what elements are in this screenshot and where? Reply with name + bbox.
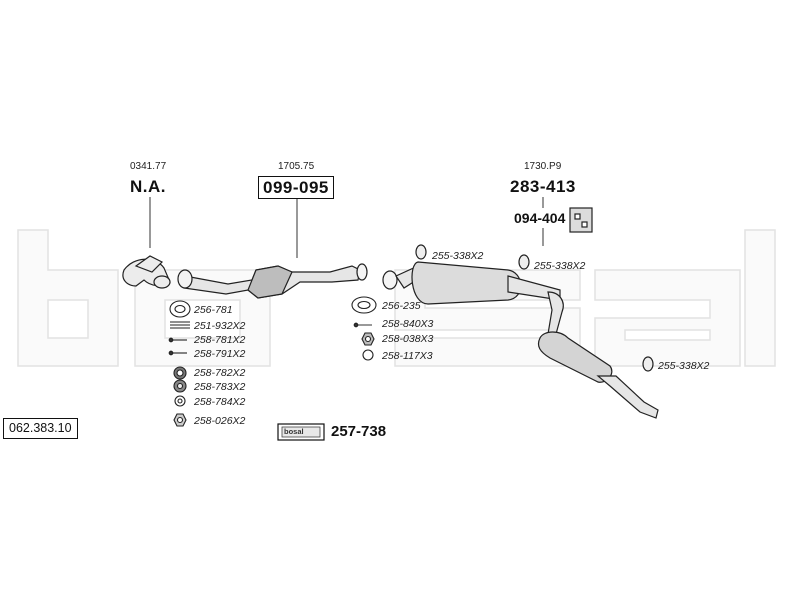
rear-silencer bbox=[537, 291, 659, 419]
kit-logo bbox=[277, 423, 325, 441]
hanger-clamps bbox=[415, 244, 654, 372]
reference-1705-75: 1705.75 bbox=[278, 161, 315, 172]
kit-part-number[interactable]: 257-738 bbox=[331, 423, 387, 440]
fittings-column-1 bbox=[168, 300, 191, 427]
kit-logo-text: bosal bbox=[284, 427, 304, 436]
fitting-label-nut-2: 258-783X2 bbox=[194, 381, 246, 393]
diagram-code: 062.383.10 bbox=[3, 418, 78, 439]
fittings-column-2 bbox=[351, 296, 377, 361]
fitting-label-spring: 251-932X2 bbox=[194, 320, 246, 332]
centre-silencer bbox=[382, 261, 561, 305]
bracket-part bbox=[569, 207, 593, 233]
fitting-label-bolt-2: 258-791X2 bbox=[194, 348, 246, 360]
fitting-label-hex-nut-2: 258-038X3 bbox=[382, 333, 434, 345]
fitting-label-washer: 258-784X2 bbox=[194, 396, 246, 408]
fitting-label-bolt-3: 258-840X3 bbox=[382, 318, 434, 330]
watermark bbox=[17, 229, 776, 367]
fitting-label-gasket: 256-781 bbox=[194, 304, 233, 316]
catalytic-converter bbox=[177, 263, 368, 299]
fitting-label-nut-1: 258-782X2 bbox=[194, 367, 246, 379]
front-pipe bbox=[122, 255, 171, 289]
clamp-label-1: 255-338X2 bbox=[432, 250, 484, 262]
fitting-label-gasket-2: 256-235 bbox=[382, 300, 421, 312]
part-number-catalytic-converter[interactable]: 099-095 bbox=[258, 176, 334, 199]
fitting-label-hex-nut: 258-026X2 bbox=[194, 415, 246, 427]
reference-1730-p9: 1730.P9 bbox=[524, 161, 562, 172]
clamp-label-2: 255-338X2 bbox=[534, 260, 586, 272]
fitting-label-bolt-1: 258-781X2 bbox=[194, 334, 246, 346]
part-number-silencer[interactable]: 283-413 bbox=[510, 177, 576, 196]
leader-lines bbox=[149, 196, 544, 326]
part-number-front-pipe[interactable]: N.A. bbox=[130, 177, 166, 196]
fitting-label-washer-2: 258-117X3 bbox=[382, 350, 433, 362]
clamp-label-3: 255-338X2 bbox=[658, 360, 710, 372]
part-number-bracket[interactable]: 094-404 bbox=[514, 210, 566, 226]
reference-0341-77: 0341.77 bbox=[130, 161, 167, 172]
